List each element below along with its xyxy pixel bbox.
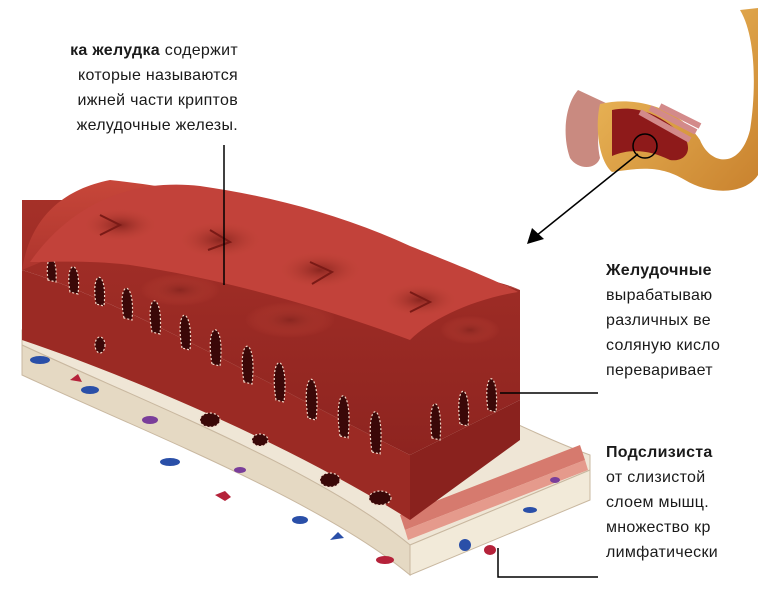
caption-glands-line3: различных ве [606,308,720,333]
tissue-block [22,145,598,577]
caption-glands-line4: соляную кисло [606,333,720,358]
caption-glands-line5: переваривает [606,358,720,383]
caption-mucosa-line1: содержит [160,42,238,59]
leader-line-sub [498,548,598,577]
caption-mucosa: ка желудка содержит которые называются и… [0,38,238,138]
caption-glands-title: Желудочные [606,262,712,279]
caption-mucosa-line4: желудочные железы. [0,113,238,138]
caption-sub-line2: от слизистой [606,465,718,490]
caption-sub-line3: слоем мышц. [606,490,718,515]
caption-gastric-glands: Желудочные вырабатываю различных ве соля… [606,258,720,383]
caption-glands-line2: вырабатываю [606,283,720,308]
caption-sub-title: Подслизиста [606,444,713,461]
caption-mucosa-line2: которые называются [0,63,238,88]
caption-mucosa-line3: ижней части криптов [0,88,238,113]
caption-submucosa: Подслизиста от слизистой слоем мышц. мно… [606,440,718,565]
caption-mucosa-bold: ка желудка [70,42,160,59]
caption-sub-line5: лимфатически [606,540,718,565]
stomach-illustration [566,8,758,191]
caption-sub-line4: множество кр [606,515,718,540]
arrow-pointer [527,154,638,244]
